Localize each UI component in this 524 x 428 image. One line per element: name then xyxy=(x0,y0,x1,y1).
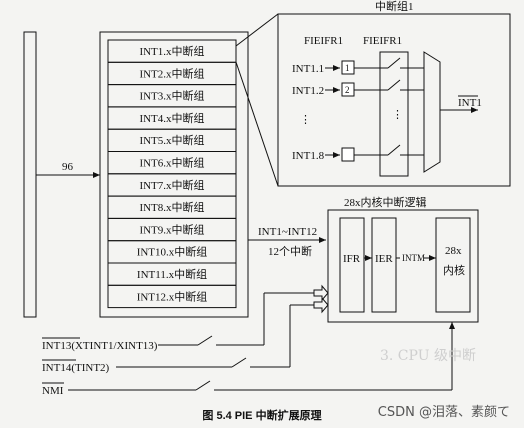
zoom-line-top xyxy=(235,13,279,47)
input-int1-8: INT1.8 xyxy=(292,150,325,162)
zoom-line-bottom xyxy=(235,61,279,187)
interrupt-group-label: INT9.x中断组 xyxy=(139,222,204,236)
interrupt-group-label: INT12.x中断组 xyxy=(137,289,208,303)
interrupt-group-label: INT3.x中断组 xyxy=(139,89,204,103)
ifr-label: IFR xyxy=(343,253,361,265)
int13-double-arrow xyxy=(313,284,329,302)
interrupt-group-label: INT8.x中断组 xyxy=(139,200,204,214)
enable-dots: ⋮ xyxy=(392,109,403,121)
int14-switch xyxy=(231,357,247,368)
interrupt-group-label: INT7.x中断组 xyxy=(139,178,204,192)
fieifr1-left-label: FIEIFR1 xyxy=(304,35,343,47)
group-multiplexer xyxy=(423,51,441,173)
core-logic-box xyxy=(327,209,479,323)
int14-double-arrow xyxy=(313,296,329,314)
interrupt-group-label: INT10.x中断组 xyxy=(137,245,208,259)
enable-switch-1 xyxy=(387,57,401,69)
flag-label-1: 1 xyxy=(345,63,350,73)
flag-box-8 xyxy=(341,147,355,162)
ifr-register xyxy=(339,217,365,313)
interrupt-group-label: INT5.x中断组 xyxy=(139,133,204,147)
interrupt-group-label: INT11.x中断组 xyxy=(137,267,207,281)
int13-label: INT13(XTINT1/XINT13) xyxy=(42,340,158,352)
input-int1-2: INT1.2 xyxy=(292,85,324,97)
core-logic-title: 28x内核中断逻辑 xyxy=(344,195,427,209)
csdn-watermark: CSDN @泪落、素颜て xyxy=(377,405,510,420)
interrupt-group-label: INT2.x中断组 xyxy=(139,66,204,80)
interrupt-group-label: INT1.x中断组 xyxy=(139,44,204,58)
nmi-label: NMI xyxy=(42,385,64,397)
enable-switch-2 xyxy=(387,79,401,91)
nmi-switch xyxy=(195,380,211,391)
core-28x-box xyxy=(435,217,471,313)
interrupt-group-row xyxy=(107,284,237,309)
input-int1-1: INT1.1 xyxy=(292,63,324,75)
interrupt-group-label: INT4.x中断组 xyxy=(139,111,204,125)
int1-output-label: INT1 xyxy=(458,97,482,109)
interrupt-group-label: INT6.x中断组 xyxy=(139,156,204,170)
group1-title: 中断组1 xyxy=(375,0,414,13)
bundle-count-label: 12个中断 xyxy=(268,244,312,258)
flag-label-2: 2 xyxy=(345,85,350,95)
ier-register xyxy=(371,217,397,313)
interrupt-group-stack: INT1.x中断组 INT2.x中断组 INT3.x中断组 INT4.x中断组 INT5… xyxy=(107,39,237,309)
pie-group-frame xyxy=(99,31,249,318)
core-label: 内核 xyxy=(443,263,465,277)
group1-detail-box xyxy=(277,13,511,187)
enable-register-frame xyxy=(379,51,409,177)
figure-caption: 图 5.4 PIE 中断扩展原理 xyxy=(202,410,322,422)
int13-switch xyxy=(197,335,213,346)
input-bus-bar xyxy=(23,31,37,318)
enable-switch-8 xyxy=(387,144,401,156)
bundle-range-label: INT1~INT12 xyxy=(258,226,317,238)
fieifr1-right-label: FIEIFR1 xyxy=(363,35,402,47)
core-28x-label: 28x xyxy=(445,245,462,257)
intm-label: INTM xyxy=(402,253,425,263)
ier-label: IER xyxy=(375,253,393,265)
int14-label: INT14(TINT2) xyxy=(42,362,110,374)
background-heading-ghost: 3. CPU 级中断 xyxy=(380,348,476,364)
input-dots: ⋮ xyxy=(300,114,311,126)
bus-96-label: 96 xyxy=(62,161,74,173)
